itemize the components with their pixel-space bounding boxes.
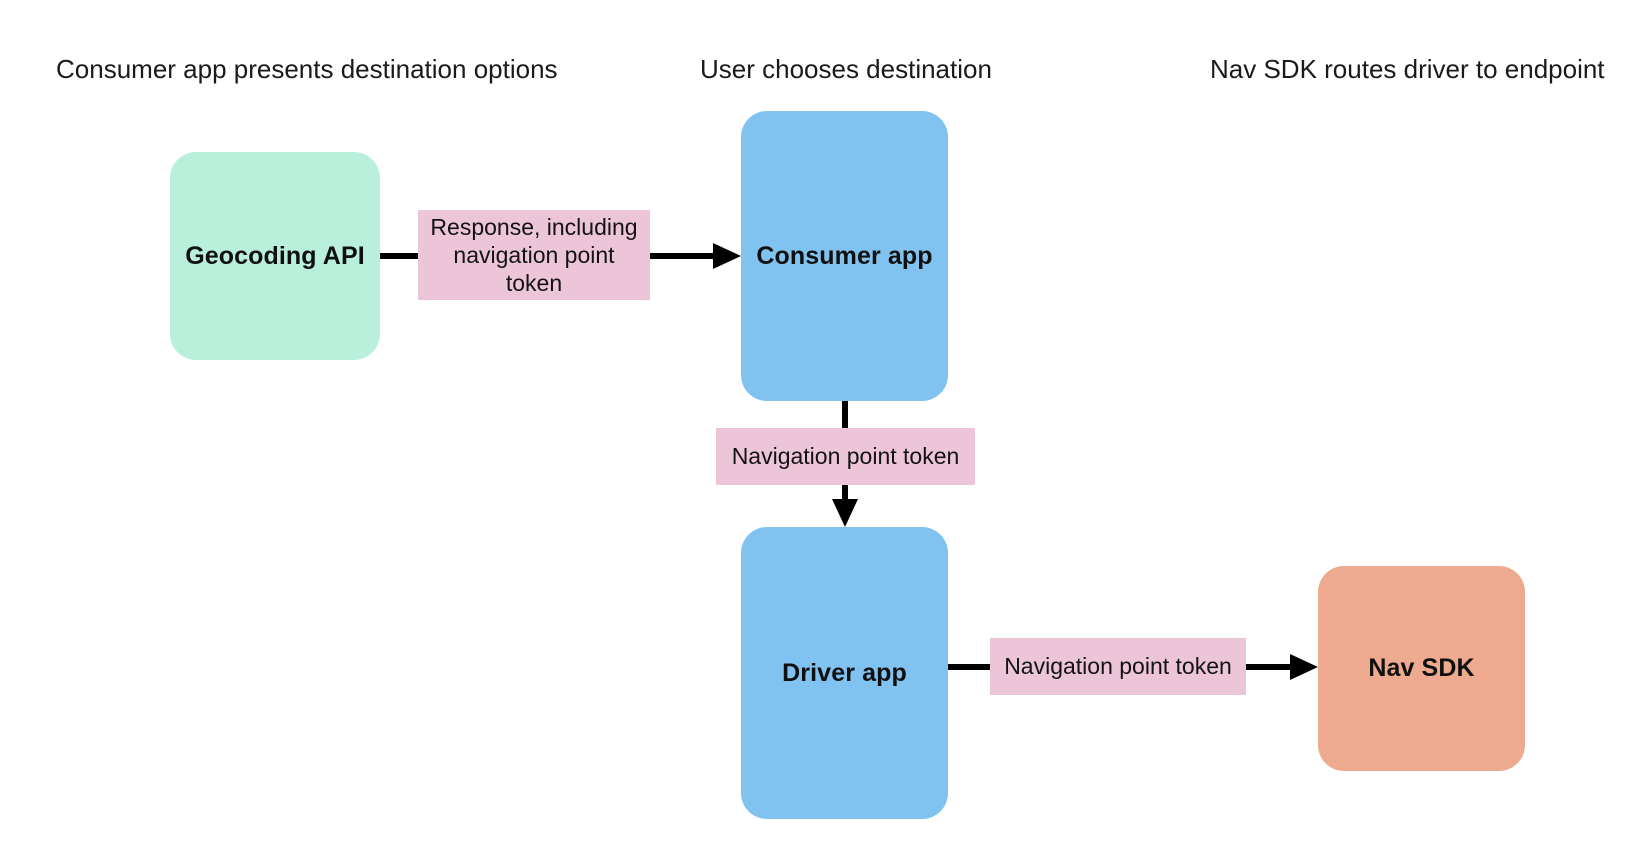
edge-label-text: Navigation point token <box>1004 653 1232 680</box>
edge-label-text: Navigation point token <box>731 443 960 470</box>
column-header-consumer-app-presents: Consumer app presents destination option… <box>56 54 558 84</box>
node-label-geocoding-api: Geocoding API <box>185 241 365 270</box>
node-label-driver-app: Driver app <box>782 658 907 687</box>
edge-label-navigation-point-token-driver-navsdk: Navigation point token <box>990 638 1246 695</box>
edge-label-response-including-navigation-point-token: Response, including navigation point tok… <box>418 210 650 300</box>
column-header-nav-sdk-routes-driver: Nav SDK routes driver to endpoint <box>1210 54 1605 84</box>
edge-label-navigation-point-token-consumer-driver: Navigation point token <box>716 428 975 485</box>
edge-label-text: Response, including navigation point tok… <box>430 213 638 297</box>
node-driver-app[interactable]: Driver app <box>741 527 948 819</box>
node-consumer-app[interactable]: Consumer app <box>741 111 948 401</box>
node-label-consumer-app: Consumer app <box>756 241 933 270</box>
node-geocoding-api[interactable]: Geocoding API <box>170 152 380 360</box>
column-header-user-chooses-destination: User chooses destination <box>700 54 992 84</box>
node-label-nav-sdk: Nav SDK <box>1368 654 1475 682</box>
node-nav-sdk[interactable]: Nav SDK <box>1318 566 1525 771</box>
